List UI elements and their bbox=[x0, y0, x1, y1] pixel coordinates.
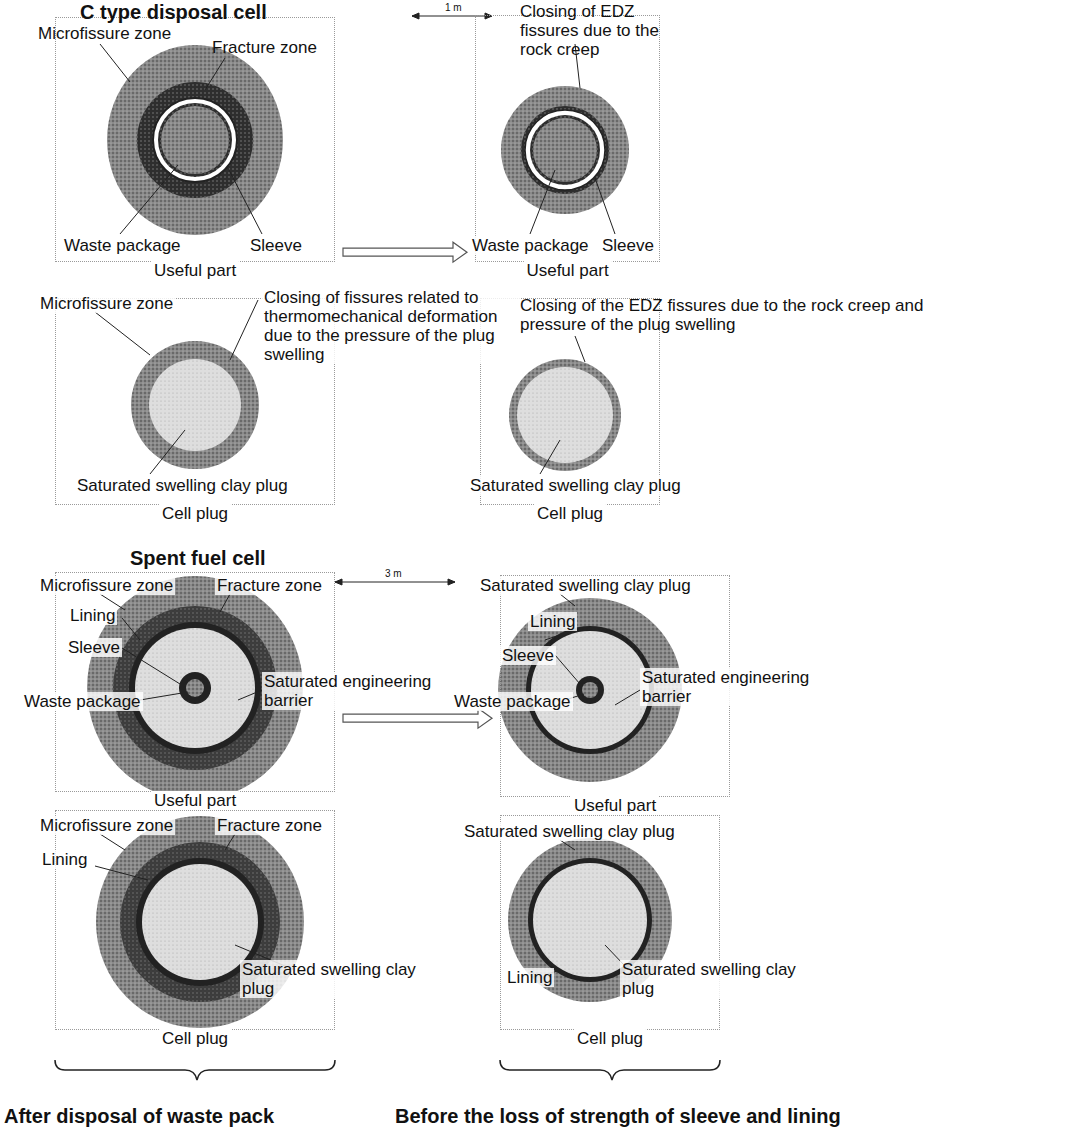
section-title: After disposal of waste pack bbox=[4, 1104, 274, 1128]
hollow-arrow bbox=[343, 242, 467, 262]
part-label: Saturated swelling clay plug bbox=[240, 960, 434, 998]
part-label: Fracture zone bbox=[212, 38, 317, 57]
part-label: Waste package bbox=[470, 236, 591, 255]
part-label: Lining bbox=[528, 612, 577, 631]
panel-caption: Useful part bbox=[523, 261, 611, 281]
section-title: Before the loss of strength of sleeve an… bbox=[395, 1104, 841, 1128]
hollow-arrow bbox=[343, 708, 492, 728]
panel-caption: Cell plug bbox=[534, 504, 606, 524]
part-label: Fracture zone bbox=[215, 576, 324, 595]
part-label: Lining bbox=[40, 850, 89, 869]
part-label: Saturated swelling clay plug bbox=[462, 822, 677, 841]
part-label: Fracture zone bbox=[215, 816, 324, 835]
part-label: Waste package bbox=[22, 692, 143, 711]
part-label: Microfissure zone bbox=[38, 294, 175, 313]
panel-caption: Cell plug bbox=[159, 1029, 231, 1049]
scale-label: 1 m bbox=[445, 2, 462, 14]
part-label: Sleeve bbox=[248, 236, 304, 255]
panel-caption: Useful part bbox=[571, 796, 659, 816]
part-label: Closing of the EDZ fissures due to the r… bbox=[520, 296, 960, 334]
part-label: Lining bbox=[505, 968, 554, 987]
part-label: Saturated swelling clay plug bbox=[468, 476, 683, 495]
panel-caption: Useful part bbox=[151, 261, 239, 281]
part-label: Closing of EDZ fissures due to the rock … bbox=[520, 2, 695, 59]
part-label: Saturated engineering barrier bbox=[262, 672, 481, 710]
part-label: Sleeve bbox=[66, 638, 122, 657]
panel-caption: Cell plug bbox=[574, 1029, 646, 1049]
scale-label: 3 m bbox=[385, 568, 402, 580]
section-title: C type disposal cell bbox=[80, 0, 267, 24]
part-label: Saturated engineering barrier bbox=[640, 668, 814, 706]
part-label: Waste package bbox=[452, 692, 573, 711]
part-label: Microfissure zone bbox=[38, 24, 171, 43]
part-label: Saturated swelling clay plug bbox=[620, 960, 814, 998]
part-label: Microfissure zone bbox=[38, 816, 175, 835]
part-label: Sleeve bbox=[500, 646, 556, 665]
part-label: Lining bbox=[68, 606, 117, 625]
part-label: Microfissure zone bbox=[38, 576, 175, 595]
panel-caption: Useful part bbox=[151, 791, 239, 811]
part-label: Closing of fissures related to thermomec… bbox=[262, 288, 521, 364]
part-label: Saturated swelling clay plug bbox=[478, 576, 693, 595]
part-label: Waste package bbox=[62, 236, 183, 255]
part-label: Sleeve bbox=[600, 236, 656, 255]
panel-caption: Cell plug bbox=[159, 504, 231, 524]
section-title: Spent fuel cell bbox=[130, 546, 266, 570]
part-label: Saturated swelling clay plug bbox=[75, 476, 290, 495]
